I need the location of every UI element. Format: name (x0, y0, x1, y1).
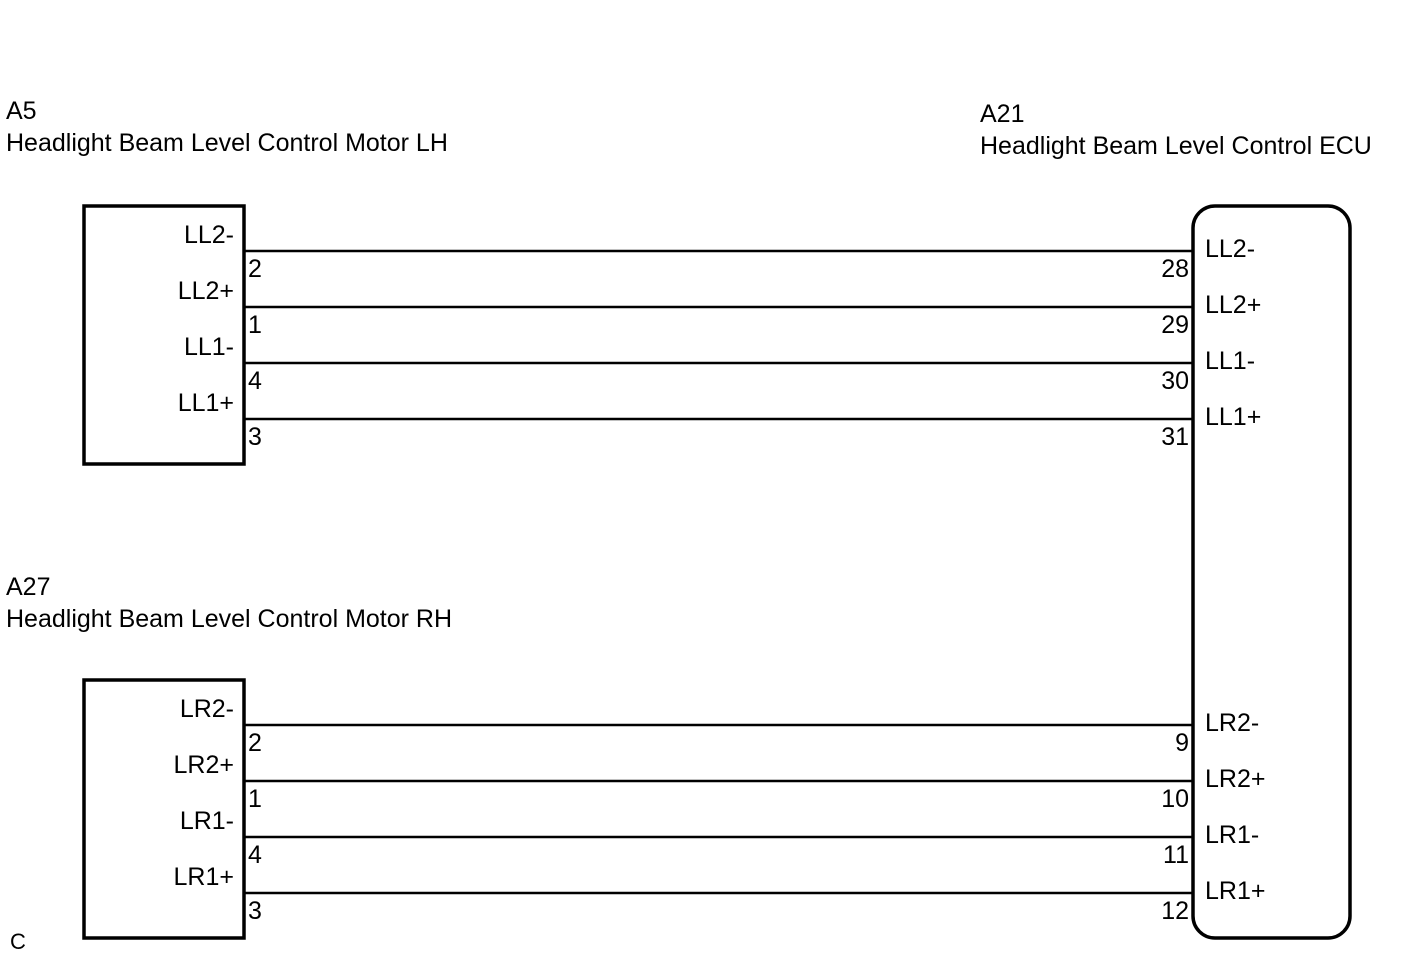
lh-ecu-pin-number: 28 (1161, 255, 1189, 283)
motor-lh-name: Headlight Beam Level Control Motor LH (6, 129, 448, 157)
ecu-box (1191, 204, 1352, 940)
rh-motor-pin-number: 3 (248, 897, 262, 925)
lh-ecu-pin-label: LL1- (1205, 347, 1255, 375)
rh-motor-pin-label: LR1- (180, 807, 234, 835)
lh-motor-pin-label: LL1+ (178, 389, 234, 417)
lh-motor-pin-number: 3 (248, 423, 262, 451)
lh-motor-pin-label: LL1- (184, 333, 234, 361)
lh-ecu-pin-label: LL2- (1205, 235, 1255, 263)
rh-motor-pin-label: LR2- (180, 695, 234, 723)
motor-rh-code: A27 (6, 573, 50, 601)
lh-ecu-pin-number: 29 (1161, 311, 1189, 339)
rh-motor-pin-label: LR1+ (174, 863, 234, 891)
motor-lh-code: A5 (6, 97, 37, 125)
rh-motor-pin-number: 1 (248, 785, 262, 813)
motor-lh-box (82, 204, 246, 466)
rh-ecu-pin-label: LR1+ (1205, 877, 1265, 905)
rh-ecu-pin-number: 10 (1161, 785, 1189, 813)
rh-motor-pin-number: 4 (248, 841, 262, 869)
lh-ecu-pin-label: LL1+ (1205, 403, 1261, 431)
rh-ecu-pin-number: 12 (1161, 897, 1189, 925)
lh-ecu-pin-number: 30 (1161, 367, 1189, 395)
rh-ecu-pin-label: LR1- (1205, 821, 1259, 849)
motor-rh-name: Headlight Beam Level Control Motor RH (6, 605, 452, 633)
motor-rh-box (82, 678, 246, 940)
rh-motor-pin-label: LR2+ (174, 751, 234, 779)
lh-ecu-pin-number: 31 (1161, 423, 1189, 451)
rh-ecu-pin-label: LR2+ (1205, 765, 1265, 793)
lh-motor-pin-number: 4 (248, 367, 262, 395)
rh-ecu-pin-label: LR2- (1205, 709, 1259, 737)
lh-motor-pin-label: LL2+ (178, 277, 234, 305)
rh-motor-pin-number: 2 (248, 729, 262, 757)
corner-mark: C (10, 929, 26, 954)
rh-ecu-pin-number: 9 (1175, 729, 1189, 757)
lh-motor-pin-number: 2 (248, 255, 262, 283)
rh-ecu-pin-number: 11 (1163, 841, 1189, 869)
ecu-code: A21 (980, 100, 1024, 128)
lh-motor-pin-number: 1 (248, 311, 262, 339)
ecu-name: Headlight Beam Level Control ECU (980, 132, 1372, 160)
lh-motor-pin-label: LL2- (184, 221, 234, 249)
lh-ecu-pin-label: LL2+ (1205, 291, 1261, 319)
wires-rh-group: LR2- 2 9 LR2- LR2+ 1 10 LR2+ LR1- 4 11 LR1- LR1+ 3 12 L… (174, 695, 1266, 925)
wires-lh-group: LL2- 2 28 LL2- LL2+ 1 29 LL2+ LL1- 4 30 LL1- LL1+ 3 31… (178, 221, 1262, 451)
